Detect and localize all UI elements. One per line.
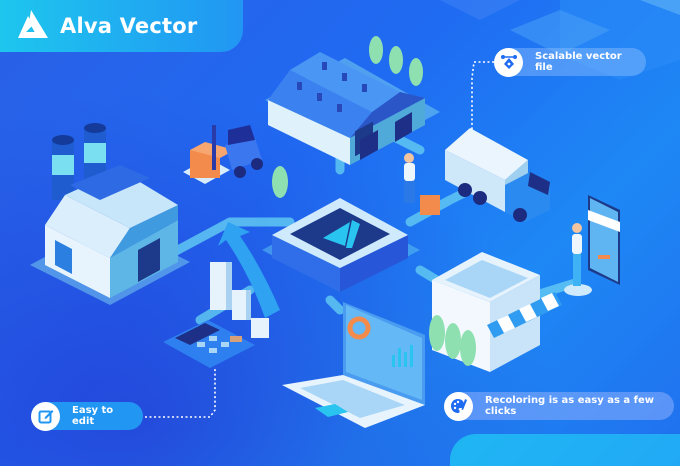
trees-warehouse	[369, 36, 423, 86]
laptop-dashboard	[282, 302, 425, 428]
callout-label: Recoloring is as easy as a few clicks	[485, 395, 655, 417]
bottom-card-decoration	[450, 434, 680, 466]
dotted-connector-vector	[471, 61, 494, 130]
smartphone-shop	[588, 195, 620, 285]
dotted-connector-edit	[145, 368, 216, 418]
callout-recoloring: Recoloring is as easy as a few clicks	[444, 391, 674, 421]
shopper	[564, 223, 592, 296]
tree	[272, 166, 288, 198]
trees-store	[429, 315, 476, 366]
brand-header: Alva Vector	[0, 0, 243, 52]
callout-easy-edit: Easy to edit	[31, 401, 143, 431]
alva-a-logo-icon	[18, 10, 48, 42]
calculator	[163, 320, 255, 368]
forklift	[183, 125, 263, 184]
truck	[445, 128, 550, 222]
brand-name: Alva Vector	[60, 14, 198, 38]
delivery-worker	[404, 153, 440, 215]
callout-label: Scalable vector file	[535, 51, 622, 73]
edit-pencil-icon	[31, 401, 60, 431]
factory	[30, 123, 190, 305]
callout-label: Easy to edit	[72, 405, 114, 427]
growth-chart	[210, 222, 280, 338]
central-hub	[262, 198, 420, 292]
warehouse	[265, 52, 440, 165]
callout-scalable-vector: Scalable vector file	[494, 47, 646, 77]
paint-palette-icon	[444, 391, 473, 421]
pen-tool-icon	[494, 47, 523, 77]
